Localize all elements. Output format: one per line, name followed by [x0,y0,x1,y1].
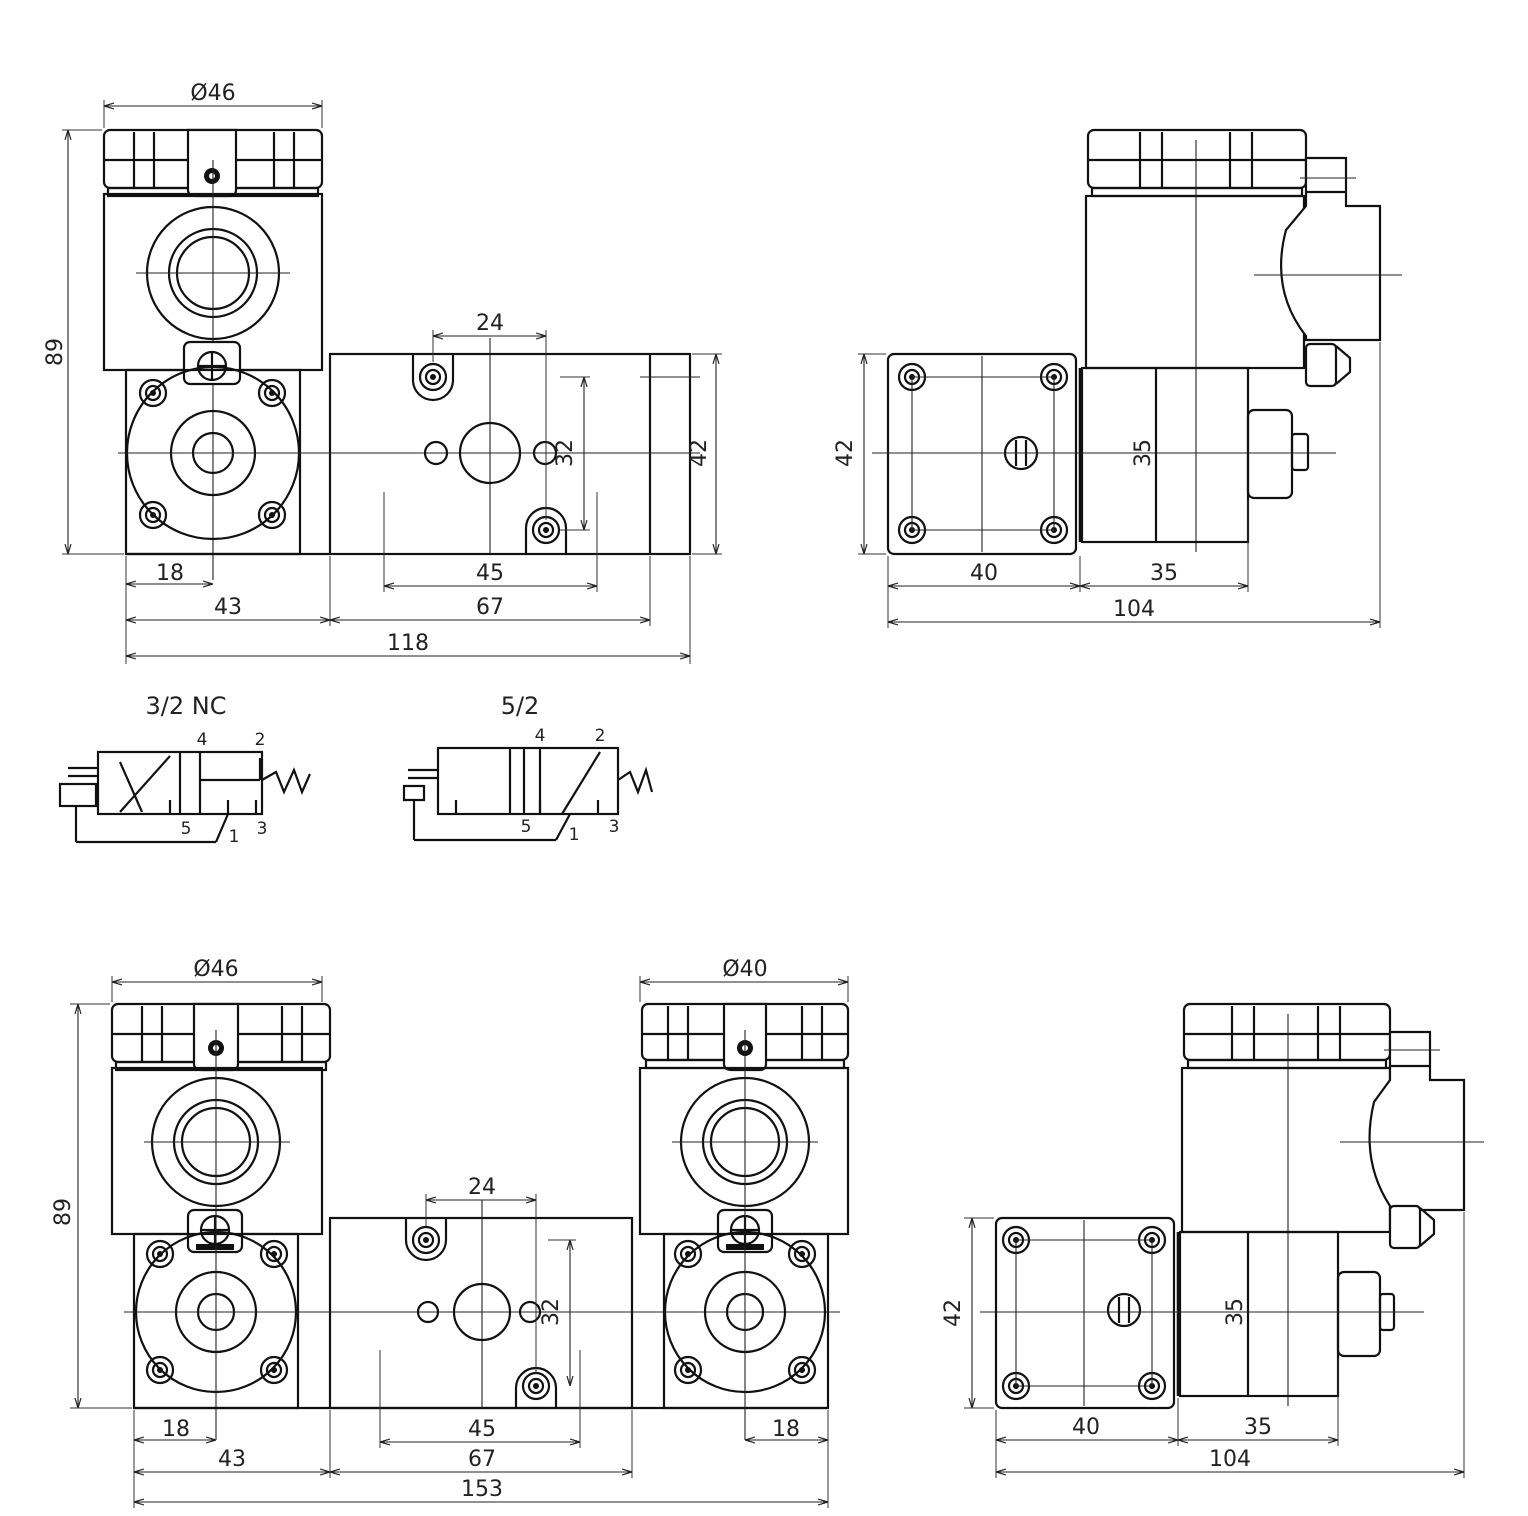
dim-double-right-18: 18 [772,1417,800,1442]
dim-double-port-vertical: 32 [539,1298,564,1326]
dim-port-vertical: 32 [553,439,578,467]
dim-double-valve-width-side: 35 [1244,1415,1272,1440]
dim-body-width: 67 [476,595,504,620]
dim-flange-width: 43 [214,595,242,620]
52-port-2: 2 [595,726,606,746]
dim-port-horizontal: 45 [476,561,504,586]
dim-total-depth: 104 [1113,597,1155,622]
nc-port-5: 5 [181,819,192,839]
dim-double-body-depth: 35 [1223,1298,1248,1326]
symbol-5-2: 5/2 4 2 5 1 3 [402,692,654,845]
single-front-view: Ø46 89 24 32 42 18 45 43 67 118 [43,81,722,664]
dim-flange-width-side: 40 [970,561,998,586]
dim-double-left-18: 18 [162,1417,190,1442]
52-port-1: 1 [569,825,580,845]
nc-port-1: 1 [229,827,240,847]
dim-flange-height: 42 [833,439,858,467]
dim-double-flange-height: 42 [941,1299,966,1327]
double-side-view: 42 35 40 35 104 [941,1002,1484,1478]
dim-right-coil-diameter: Ø40 [722,957,767,982]
dim-double-flange-width-side: 40 [1072,1415,1100,1440]
52-port-5: 5 [521,817,532,837]
dim-double-flange-width: 43 [218,1447,246,1472]
52-port-4: 4 [535,726,546,746]
dim-double-body-width: 67 [468,1447,496,1472]
dim-height: 89 [43,338,68,366]
double-front-view: Ø46 Ø40 89 24 32 18 45 18 43 67 153 [51,957,850,1508]
symbol-52-title: 5/2 [501,692,540,720]
dim-double-total-depth: 104 [1209,1447,1251,1472]
single-side-view: 42 35 40 35 104 [833,128,1402,628]
dim-coil-diameter: Ø46 [190,81,235,106]
dim-double-pitch: 24 [468,1175,496,1200]
nc-port-2: 2 [255,730,266,750]
dim-body-height: 42 [687,439,712,467]
dim-total-width: 118 [387,631,429,656]
dim-double-total-width: 153 [461,1477,503,1502]
dim-body-depth: 35 [1131,439,1156,467]
nc-port-4: 4 [197,730,208,750]
dim-double-height: 89 [51,1198,76,1226]
symbol-3-2-nc: 3/2 NC 4 2 5 1 3 [58,692,312,847]
dim-double-port-horizontal: 45 [468,1417,496,1442]
dim-left-coil-diameter: Ø46 [193,957,238,982]
symbol-nc-title: 3/2 NC [146,692,227,720]
dim-port-pitch: 24 [476,311,504,336]
dim-valve-width-side: 35 [1150,561,1178,586]
52-port-3: 3 [609,817,620,837]
dim-offset-18: 18 [156,561,184,586]
nc-port-3: 3 [257,819,268,839]
